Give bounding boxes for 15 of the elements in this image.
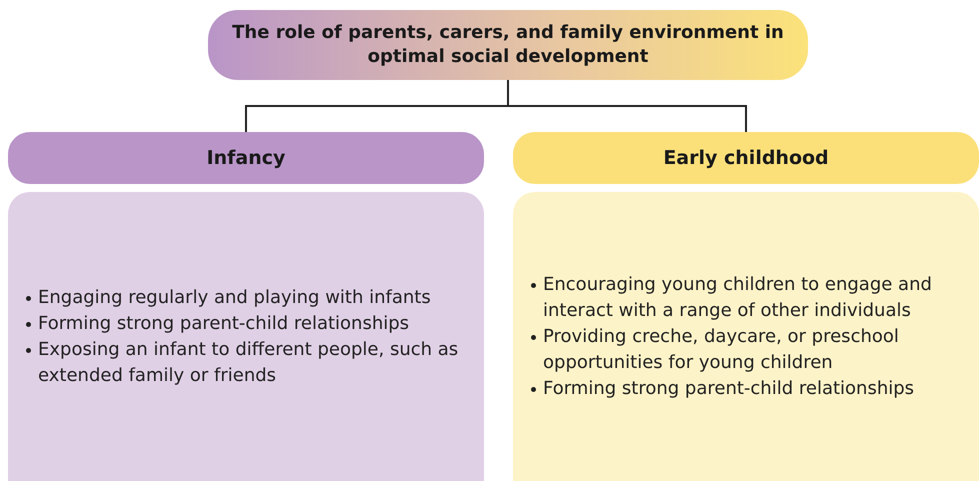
bullet-text: Providing creche, daycare, or preschool opportunities for young children: [543, 324, 900, 374]
content-panel: [8, 192, 484, 481]
connector-line: [507, 80, 747, 132]
header-text: Infancy: [206, 147, 286, 169]
bullet-text: Encouraging young children to engage and interact with a range of other individuals: [543, 272, 933, 322]
title-text: The role of parents, carers, and family environment in optimal social development: [232, 21, 784, 69]
bullet-text: Exposing an infant to different people, such as extended family or friends: [38, 338, 460, 388]
bullet-text: Forming strong parent-child relationships: [38, 312, 410, 336]
bullet-text: Forming strong parent-child relationships: [543, 376, 914, 400]
content-panel: [513, 192, 979, 481]
stage-header: [8, 132, 484, 184]
title-box: [208, 10, 808, 80]
header-text: Early childhood: [663, 147, 829, 169]
bullet-text: Engaging regularly and playing with infants: [38, 286, 431, 310]
stage-header: [513, 132, 979, 184]
